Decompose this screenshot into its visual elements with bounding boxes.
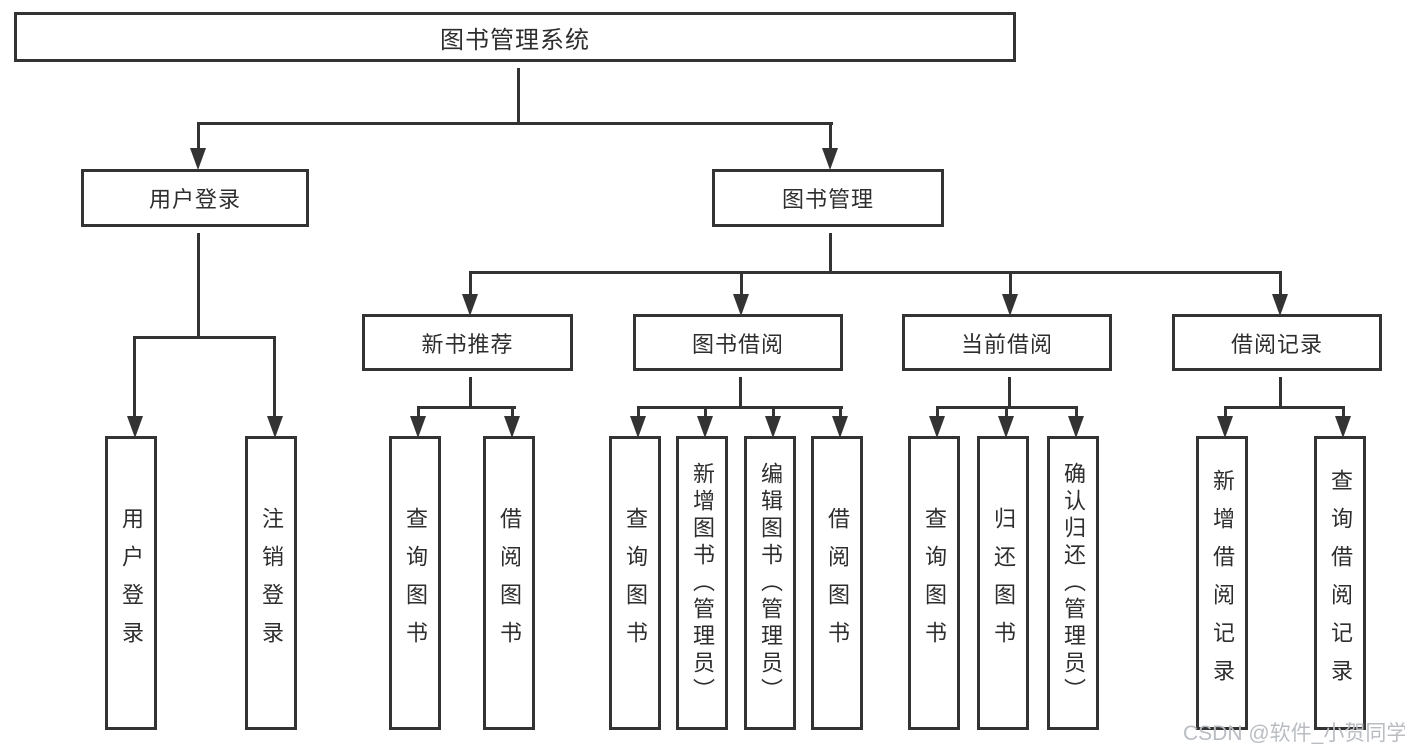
node-current-borrow: 当前借阅 xyxy=(902,314,1112,371)
connector-login-rail xyxy=(133,336,276,339)
connector-mgmt-rail xyxy=(469,271,1282,274)
connector-root-drop-left xyxy=(197,122,200,150)
node-user-login: 用户登录 xyxy=(81,169,309,227)
leaf-logout-label: 注销登录 xyxy=(259,507,284,659)
arrow-down-icon xyxy=(267,416,283,438)
leaf-borrow-books-label: 借阅图书 xyxy=(825,507,850,659)
leaf-add-books-admin: 新增图书（管理员） xyxy=(676,436,728,730)
connector-login-drop-2 xyxy=(273,339,276,416)
leaf-add-books-admin-label: 新增图书（管理员） xyxy=(690,461,715,705)
connector-borrow-drop-2 xyxy=(704,406,707,418)
connector-root-stem xyxy=(517,68,520,122)
leaf-query-borrow-record: 查询借阅记录 xyxy=(1314,436,1366,730)
connector-mgmt-drop-4 xyxy=(1279,274,1282,296)
leaf-query-books-borrow-label: 查询图书 xyxy=(623,507,648,659)
node-book-borrow-label: 图书借阅 xyxy=(691,331,784,357)
connector-mgmt-drop-1 xyxy=(469,274,472,296)
arrow-down-icon xyxy=(733,294,749,316)
arrow-down-icon xyxy=(822,148,838,170)
arrow-down-icon xyxy=(410,416,426,438)
arrow-down-icon xyxy=(832,416,848,438)
leaf-add-borrow-record: 新增借阅记录 xyxy=(1196,436,1248,730)
leaf-user-login: 用户登录 xyxy=(105,436,157,730)
node-borrow-records-label: 借阅记录 xyxy=(1230,331,1323,357)
arrow-down-icon xyxy=(504,416,520,438)
arrow-down-icon xyxy=(190,148,206,170)
leaf-query-borrow-record-label: 查询借阅记录 xyxy=(1328,469,1353,697)
node-book-management: 图书管理 xyxy=(712,169,944,227)
node-new-book-recommend: 新书推荐 xyxy=(362,314,573,371)
leaf-query-books-current-label: 查询图书 xyxy=(922,507,947,659)
arrow-down-icon xyxy=(1335,416,1351,438)
leaf-return-books-label: 归还图书 xyxy=(991,507,1016,659)
arrow-down-icon xyxy=(630,416,646,438)
leaf-query-books-current: 查询图书 xyxy=(908,436,960,730)
csdn-watermark: CSDN @软件_小贺同学 xyxy=(1183,722,1405,745)
node-library-system-label: 图书管理系统 xyxy=(440,26,590,54)
node-borrow-records: 借阅记录 xyxy=(1172,314,1382,371)
arrow-down-icon xyxy=(1002,294,1018,316)
arrow-down-icon xyxy=(127,416,143,438)
leaf-borrow-books: 借阅图书 xyxy=(811,436,863,730)
connector-borrow-drop-4 xyxy=(839,406,842,418)
leaf-query-books-recommend-label: 查询图书 xyxy=(403,507,428,659)
arrow-down-icon xyxy=(1272,294,1288,316)
connector-records-rail xyxy=(1224,406,1345,409)
connector-recommend-drop-1 xyxy=(417,406,420,418)
connector-current-drop-2 xyxy=(1005,406,1008,418)
leaf-return-books: 归还图书 xyxy=(977,436,1029,730)
node-current-borrow-label: 当前借阅 xyxy=(960,331,1053,357)
arrow-down-icon xyxy=(1068,416,1084,438)
arrow-down-icon xyxy=(1217,416,1233,438)
node-new-book-recommend-label: 新书推荐 xyxy=(421,331,514,357)
leaf-add-borrow-record-label: 新增借阅记录 xyxy=(1210,469,1235,697)
connector-mgmt-drop-3 xyxy=(1009,274,1012,296)
arrow-down-icon xyxy=(929,416,945,438)
leaf-query-books-recommend: 查询图书 xyxy=(389,436,441,730)
connector-records-drop-2 xyxy=(1342,406,1345,418)
leaf-edit-books-admin-label: 编辑图书（管理员） xyxy=(758,461,783,705)
connector-mgmt-drop-2 xyxy=(740,274,743,296)
connector-borrow-rail xyxy=(637,406,843,409)
node-library-system: 图书管理系统 xyxy=(14,12,1016,62)
connector-current-drop-1 xyxy=(936,406,939,418)
connector-login-stem xyxy=(197,233,200,336)
connector-borrow-drop-3 xyxy=(772,406,775,418)
arrow-down-icon xyxy=(697,416,713,438)
leaf-logout: 注销登录 xyxy=(245,436,297,730)
connector-records-drop-1 xyxy=(1224,406,1227,418)
connector-recommend-stem xyxy=(469,377,472,406)
leaf-confirm-return-admin: 确认归还（管理员） xyxy=(1047,436,1099,730)
arrow-down-icon xyxy=(462,294,478,316)
arrow-down-icon xyxy=(765,416,781,438)
connector-mgmt-stem xyxy=(829,233,832,271)
leaf-edit-books-admin: 编辑图书（管理员） xyxy=(744,436,796,730)
leaf-borrow-books-recommend-label: 借阅图书 xyxy=(497,507,522,659)
connector-current-stem xyxy=(1008,377,1011,406)
leaf-query-books-borrow: 查询图书 xyxy=(609,436,661,730)
connector-recommend-rail xyxy=(417,406,516,409)
connector-borrow-stem xyxy=(739,377,742,406)
connector-login-drop-1 xyxy=(133,339,136,416)
leaf-confirm-return-admin-label: 确认归还（管理员） xyxy=(1061,461,1086,705)
connector-records-stem xyxy=(1279,377,1282,406)
arrow-down-icon xyxy=(998,416,1014,438)
connector-root-drop-right xyxy=(829,122,832,150)
connector-current-drop-3 xyxy=(1075,406,1078,418)
connector-root-rail xyxy=(197,122,833,125)
connector-recommend-drop-2 xyxy=(511,406,514,418)
leaf-borrow-books-recommend: 借阅图书 xyxy=(483,436,535,730)
connector-borrow-drop-1 xyxy=(637,406,640,418)
node-book-borrow: 图书借阅 xyxy=(633,314,843,371)
leaf-user-login-label: 用户登录 xyxy=(119,507,144,659)
node-book-management-label: 图书管理 xyxy=(781,187,874,212)
node-user-login-label: 用户登录 xyxy=(148,187,241,212)
